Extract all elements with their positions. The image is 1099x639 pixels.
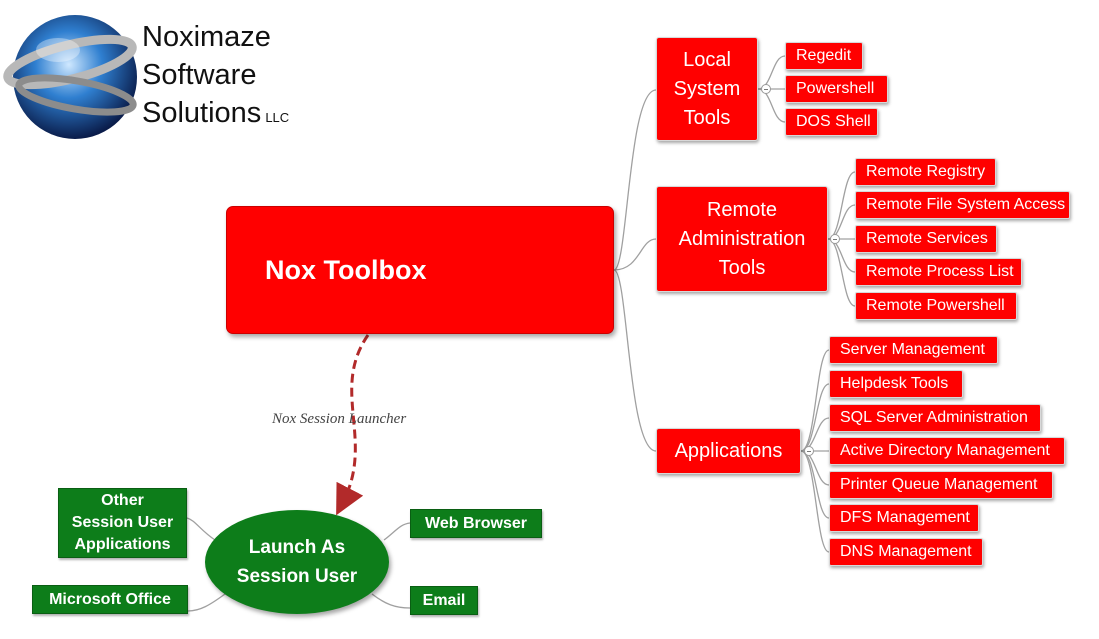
subtopic-label: DNS Management (840, 543, 972, 560)
subtopic-label-line: Session User (71, 514, 174, 531)
subtopic-label: Web Browser (425, 514, 527, 532)
topic-label-line: Launch As (248, 537, 346, 558)
company-name-line2: Software (142, 59, 257, 91)
topic-label-line: Local (683, 48, 731, 71)
subtopic-remote-registry[interactable]: Remote Registry (855, 158, 996, 186)
relationship-label: Nox Session Launcher (272, 411, 407, 427)
globe-logo-icon (3, 15, 137, 139)
subtopic-label: Powershell (796, 80, 875, 97)
topic-label-line: Session User (236, 566, 358, 587)
subtopic-label-line: Other (101, 492, 144, 509)
subtopic-regedit[interactable]: Regedit (785, 42, 863, 70)
collapse-toggle-icon[interactable] (804, 446, 814, 456)
subtopic-label: Remote Registry (866, 163, 986, 180)
collapse-toggle-icon[interactable] (761, 84, 771, 94)
subtopic-server-management[interactable]: Server Management (829, 336, 998, 364)
topic-label-line: Applications (674, 439, 783, 462)
topic-remote-administration-tools[interactable]: Remote Administration Tools (656, 186, 828, 292)
subtopic-powershell[interactable]: Powershell (785, 75, 888, 103)
subtopic-label: Server Management (840, 341, 985, 358)
subtopic-label: DOS Shell (796, 113, 871, 130)
topic-applications[interactable]: Applications (656, 428, 801, 474)
subtopic-dos-shell[interactable]: DOS Shell (785, 108, 878, 136)
subtopic-label: Remote Services (866, 230, 988, 247)
subtopic-dfs-management[interactable]: DFS Management (829, 504, 979, 532)
subtopic-email[interactable]: Email (410, 586, 478, 615)
subtopic-label: Helpdesk Tools (840, 375, 949, 392)
subtopic-label: Remote File System Access (866, 196, 1066, 213)
collapse-toggle-icon[interactable] (830, 234, 840, 244)
topic-label-line: Remote (706, 198, 778, 221)
subtopic-remote-process-list[interactable]: Remote Process List (855, 258, 1022, 286)
subtopic-label: Email (422, 591, 466, 609)
subtopic-remote-file-system-access[interactable]: Remote File System Access (855, 191, 1070, 219)
subtopic-label: Remote Process List (866, 263, 1014, 280)
company-name-line3: Solutions (142, 97, 262, 129)
topic-local-system-tools[interactable]: Local System Tools (656, 37, 758, 141)
subtopic-label: Remote Powershell (866, 297, 1005, 314)
topic-label-line: Tools (718, 256, 766, 279)
subtopic-remote-powershell[interactable]: Remote Powershell (855, 292, 1017, 320)
topic-label-line: System (673, 77, 741, 100)
company-suffix: LLC (265, 110, 290, 125)
subtopic-web-browser[interactable]: Web Browser (410, 509, 542, 538)
subtopic-remote-services[interactable]: Remote Services (855, 225, 997, 253)
central-topic-label: Nox Toolbox (265, 254, 427, 285)
subtopic-label: SQL Server Administration (840, 409, 1028, 426)
subtopic-active-directory-management[interactable]: Active Directory Management (829, 437, 1065, 465)
subtopic-other-session-user-applications[interactable]: Other Session User Applications (58, 488, 187, 558)
subtopic-dns-management[interactable]: DNS Management (829, 538, 983, 566)
subtopic-printer-queue-management[interactable]: Printer Queue Management (829, 471, 1053, 499)
subtopic-microsoft-office[interactable]: Microsoft Office (32, 585, 188, 614)
subtopic-label: Printer Queue Management (840, 476, 1038, 493)
topic-label-line: Tools (683, 106, 731, 129)
topic-launch-as-session-user[interactable]: Launch As Session User (205, 510, 389, 614)
subtopic-label: Microsoft Office (49, 590, 171, 608)
subtopic-sql-server-administration[interactable]: SQL Server Administration (829, 404, 1041, 432)
topic-label-line: Administration (678, 227, 806, 250)
subtopic-helpdesk-tools[interactable]: Helpdesk Tools (829, 370, 963, 398)
subtopic-label: Active Directory Management (840, 442, 1050, 459)
subtopic-label-line: Applications (74, 536, 171, 553)
session-launcher-relationship (336, 334, 370, 516)
subtopic-label: Regedit (796, 47, 852, 64)
company-name-line1: Noximaze (142, 21, 271, 53)
central-topic-nox-toolbox[interactable]: Nox Toolbox (226, 206, 614, 334)
subtopic-label: DFS Management (840, 509, 970, 526)
